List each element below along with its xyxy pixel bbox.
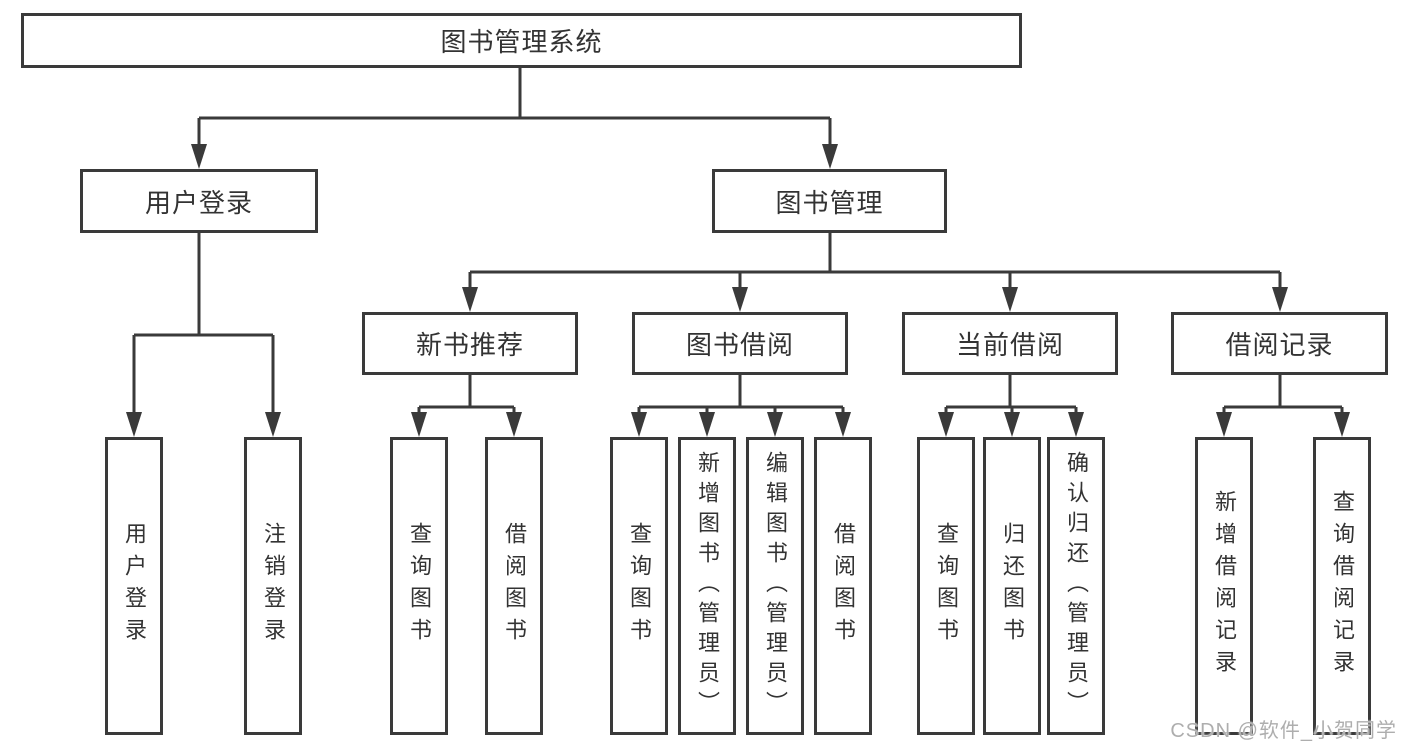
leaf-query-borrow-record: 查询借阅记录 <box>1313 437 1371 735</box>
node-root-label: 图书管理系统 <box>440 27 603 57</box>
node-user-login-label: 用户登录 <box>144 187 253 218</box>
leaf-logout-label: 注销登录 <box>261 522 286 650</box>
connector-newbook-to-children <box>417 375 516 413</box>
leaf-borrow-books: 借阅图书 <box>814 437 872 735</box>
leaf-query-borrow-record-label: 查询借阅记录 <box>1330 490 1355 682</box>
leaf-query-books-current: 查询图书 <box>917 437 975 735</box>
leaf-edit-books-admin-label: 编辑图书（管理员） <box>763 451 788 721</box>
leaf-edit-books-admin: 编辑图书（管理员） <box>746 437 804 735</box>
node-book-management-label: 图书管理 <box>775 187 884 218</box>
leaf-return-books-label: 归还图书 <box>1000 522 1025 650</box>
leaf-user-login-label: 用户登录 <box>122 522 147 650</box>
node-borrow-record: 借阅记录 <box>1171 312 1388 375</box>
node-book-borrow: 图书借阅 <box>632 312 848 375</box>
csdn-watermark: CSDN @软件_小贺同学 <box>1170 720 1397 742</box>
leaf-logout: 注销登录 <box>244 437 302 735</box>
leaf-confirm-return-admin-label: 确认归还（管理员） <box>1064 451 1089 721</box>
node-root-system: 图书管理系统 <box>21 13 1022 68</box>
leaf-add-books-admin-label: 新增图书（管理员） <box>695 451 720 721</box>
leaf-borrow-books-newbook-label: 借阅图书 <box>502 522 527 650</box>
arrowheads <box>126 144 1350 437</box>
node-book-borrow-label: 图书借阅 <box>685 330 794 360</box>
leaf-query-books-borrow: 查询图书 <box>610 437 668 735</box>
connector-current-to-children <box>944 375 1078 413</box>
node-current-borrow: 当前借阅 <box>902 312 1118 375</box>
connector-borrow-to-children <box>637 375 845 413</box>
connector-record-to-children <box>1222 375 1344 413</box>
leaf-query-books-newbook-label: 查询图书 <box>407 522 432 650</box>
leaf-query-books-current-label: 查询图书 <box>934 522 959 650</box>
leaf-borrow-books-newbook: 借阅图书 <box>485 437 543 735</box>
node-new-book-recommend: 新书推荐 <box>362 312 578 375</box>
node-book-management: 图书管理 <box>712 169 947 233</box>
connector-userlogin-to-children <box>132 233 275 413</box>
node-new-book-recommend-label: 新书推荐 <box>415 330 524 360</box>
connector-root-to-level2 <box>197 68 832 145</box>
node-borrow-record-label: 借阅记录 <box>1225 330 1334 360</box>
node-user-login: 用户登录 <box>80 169 318 233</box>
connector-bookmgmt-to-level3 <box>468 233 1282 288</box>
leaf-add-borrow-record: 新增借阅记录 <box>1195 437 1253 735</box>
leaf-confirm-return-admin: 确认归还（管理员） <box>1047 437 1105 735</box>
leaf-add-borrow-record-label: 新增借阅记录 <box>1212 490 1237 682</box>
leaf-query-books-newbook: 查询图书 <box>390 437 448 735</box>
leaf-add-books-admin: 新增图书（管理员） <box>678 437 736 735</box>
leaf-user-login: 用户登录 <box>105 437 163 735</box>
leaf-return-books: 归还图书 <box>983 437 1041 735</box>
leaf-query-books-borrow-label: 查询图书 <box>627 522 652 650</box>
node-current-borrow-label: 当前借阅 <box>955 330 1064 360</box>
leaf-borrow-books-label: 借阅图书 <box>831 522 856 650</box>
